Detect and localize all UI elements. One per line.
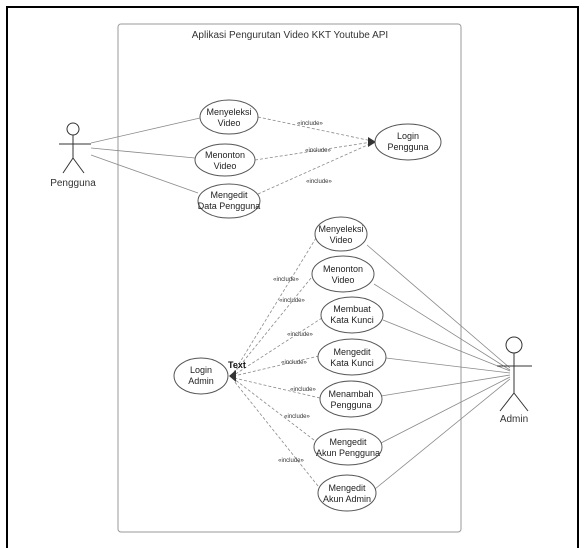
user-associations [90, 117, 201, 194]
assoc-admin-create-kw [382, 319, 511, 372]
user-actor: Pengguna [50, 122, 96, 189]
use-case-label-line1: Mengedit [328, 483, 366, 493]
include-label-user-edit: «include» [306, 179, 332, 185]
use-case-edit-user-account: Mengedit Akun Pengguna [313, 428, 383, 466]
assoc-admin-watch [373, 283, 511, 371]
include-link-admin-watch [233, 277, 312, 374]
use-case-label-line2: Video [330, 235, 353, 245]
admin-include-labels: «include» «include» «include» «include» … [273, 277, 316, 464]
admin-actor-left-leg [499, 392, 515, 412]
include-label-admin-edit-admin: «include» [278, 458, 304, 464]
use-case-select-video-user: Menyeleksi Video [199, 99, 259, 135]
admin-actor-head [505, 336, 523, 354]
use-case-label-line1: Menyeleksi [206, 107, 251, 117]
use-case-edit-admin-account: Mengedit Akun Admin [317, 474, 377, 512]
use-case-label-line1: Menyeleksi [318, 224, 363, 234]
use-case-label-line2: Pengguna [387, 142, 428, 152]
admin-actor-right-leg [513, 392, 529, 412]
include-link-admin-create-kw [233, 317, 323, 376]
assoc-admin-edit-user [380, 376, 511, 444]
include-link-user-edit [257, 142, 373, 195]
admin-include-links [229, 237, 323, 487]
assoc-user-watch [90, 147, 196, 159]
include-link-admin-edit-admin [233, 380, 319, 487]
outer-frame [6, 6, 579, 548]
include-label-admin-select: «include» [273, 277, 299, 283]
assoc-user-select [90, 117, 201, 144]
use-case-label-line1: Login [190, 365, 212, 375]
user-actor-label: Pengguna [50, 178, 96, 189]
use-case-label-line2: Kata Kunci [330, 358, 374, 368]
include-link-admin-select [233, 237, 317, 373]
include-label-user-select: «include» [297, 121, 323, 127]
use-case-label-line2: Akun Admin [323, 494, 371, 504]
admin-associations [366, 244, 511, 490]
use-case-label-line1: Menambah [328, 389, 373, 399]
system-title: Aplikasi Pengurutan Video KKT Youtube AP… [192, 30, 388, 41]
use-case-label-line1: Menonton [205, 150, 245, 160]
use-case-login-admin: Login Admin [173, 357, 229, 395]
use-case-create-keyword: Membuat Kata Kunci [320, 296, 384, 334]
use-case-label-line1: Menonton [323, 264, 363, 274]
use-case-edit-keyword: Mengedit Kata Kunci [317, 338, 387, 376]
use-case-label-line2: Admin [188, 376, 214, 386]
use-case-watch-video-user: Menonton Video [194, 143, 256, 177]
use-case-label-line1: Login [397, 131, 419, 141]
include-label-user-watch: «include» [305, 148, 331, 154]
assoc-admin-edit-kw [385, 357, 511, 374]
include-label-admin-watch: «include» [279, 298, 305, 304]
use-case-label-line1: Mengedit [333, 347, 371, 357]
assoc-user-edit [90, 154, 199, 194]
include-label-admin-create-kw: «include» [287, 332, 313, 338]
include-label-admin-edit-user: «include» [284, 414, 310, 420]
include-label-admin-add-user: «include» [290, 387, 316, 393]
use-case-edit-user-data: Mengedit Data Pengguna [197, 183, 261, 219]
use-case-label-line2: Video [218, 118, 241, 128]
user-include-labels: «include» «include» «include» [297, 121, 332, 185]
use-case-select-video-admin: Menyeleksi Video [314, 216, 368, 252]
use-case-add-user: Menambah Pengguna [319, 380, 383, 418]
use-case-label-line1: Mengedit [329, 437, 367, 447]
use-case-login-user: Login Pengguna [374, 123, 442, 161]
use-case-label-line1: Membuat [333, 304, 371, 314]
include-arrowhead-user [368, 137, 376, 147]
admin-actor: Admin [497, 336, 532, 425]
include-label-admin-edit-kw: «include» [281, 360, 307, 366]
anchor-text-label: Text [228, 360, 246, 370]
admin-actor-label: Admin [500, 414, 528, 425]
use-case-label-line2: Pengguna [330, 400, 371, 410]
user-actor-head [66, 122, 80, 136]
include-link-admin-edit-user [233, 378, 315, 441]
include-arrowhead-admin [229, 370, 236, 382]
use-case-label-line2: Akun Pengguna [316, 448, 380, 458]
use-case-label-line2: Video [332, 275, 355, 285]
assoc-admin-add-user [380, 374, 511, 397]
include-link-admin-edit-kw [233, 355, 320, 377]
use-case-watch-video-admin: Menonton Video [311, 255, 375, 293]
user-actor-left-leg [62, 157, 74, 174]
assoc-admin-select [366, 244, 511, 369]
use-case-label-line2: Kata Kunci [330, 315, 374, 325]
assoc-admin-edit-admin [374, 378, 511, 490]
use-case-label-line2: Video [214, 161, 237, 171]
use-case-label-line1: Mengedit [210, 190, 248, 200]
include-link-user-select [257, 116, 373, 142]
user-include-links [254, 116, 376, 195]
user-actor-right-leg [72, 157, 85, 174]
use-case-label-line2: Data Pengguna [198, 201, 261, 211]
